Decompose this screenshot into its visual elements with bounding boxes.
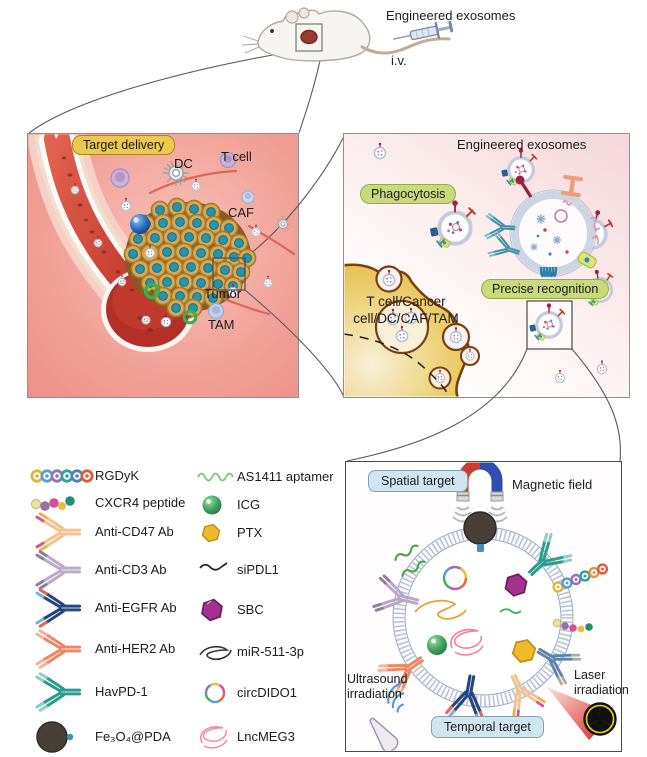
spatial-temporal-panel bbox=[345, 461, 622, 752]
tam-label: TAM bbox=[208, 317, 235, 332]
syringe-icon bbox=[393, 20, 454, 41]
iv-label: i.v. bbox=[391, 53, 407, 68]
figure-title: Engineered exosomes bbox=[386, 8, 516, 23]
lncmeg3-icon bbox=[200, 726, 228, 749]
legend-label-lncmeg3: LncMEG3 bbox=[237, 729, 295, 744]
cxcr4-peptide-icon bbox=[30, 496, 75, 511]
cell-types-label-line1: T cell/Cancer bbox=[366, 294, 446, 309]
legend-label-sipdl1: siPDL1 bbox=[237, 562, 279, 577]
t-cell-label: T cell bbox=[221, 149, 252, 164]
legend-label-cxcr4: CXCR4 peptide bbox=[95, 495, 186, 510]
laser-irradiation-label: Laser irradiation bbox=[574, 668, 629, 697]
as1411-aptamer-icon bbox=[197, 472, 234, 482]
temporal-target-badge: Temporal target bbox=[431, 716, 544, 738]
target-delivery-panel bbox=[27, 133, 299, 398]
legend-label-rgdyk: RGDyK bbox=[95, 468, 140, 483]
legend-label-ptx: PTX bbox=[237, 525, 263, 540]
havpd1-antibody-icon bbox=[36, 673, 80, 711]
icg-icon bbox=[202, 495, 222, 515]
legend-label-cd3: Anti-CD3 Ab bbox=[95, 562, 167, 577]
tumor-label: Tumor bbox=[204, 286, 242, 301]
spatial-target-badge: Spatial target bbox=[368, 470, 468, 492]
legend-label-havpd1: HavPD-1 bbox=[95, 684, 148, 699]
legend-label-sbc: SBC bbox=[237, 602, 264, 617]
mir-511-3p-icon bbox=[199, 645, 232, 661]
legend-label-mir: miR-511-3p bbox=[237, 644, 304, 659]
ultrasound-irradiation-label: Ultrasound irradiation bbox=[347, 672, 408, 701]
caf-label: CAF bbox=[228, 205, 254, 220]
anti-cd3-antibody-icon bbox=[36, 551, 80, 589]
ptx-icon bbox=[200, 521, 222, 545]
legend-label-fe3o4: Fe₃O₄@PDA bbox=[95, 729, 171, 744]
anti-cd47-antibody-icon bbox=[36, 513, 80, 551]
precise-recognition-badge: Precise recognition bbox=[481, 279, 610, 299]
legend-label-circdido1: circDIDO1 bbox=[237, 685, 297, 700]
precise-recognition-panel bbox=[343, 133, 630, 398]
legend-label-egfr: Anti-EGFR Ab bbox=[95, 600, 177, 615]
sipdl1-icon bbox=[199, 562, 228, 571]
dc-label: DC bbox=[174, 156, 193, 171]
circdido1-icon bbox=[204, 682, 226, 704]
magnetic-field-label: Magnetic field bbox=[512, 477, 593, 492]
legend-label-cd47: Anti-CD47 Ab bbox=[95, 524, 174, 539]
cell-types-label-line2: cell/DC/CAF/TAM bbox=[353, 311, 459, 326]
anti-egfr-antibody-icon bbox=[36, 589, 80, 627]
sbc-icon bbox=[200, 597, 224, 623]
tumor-site bbox=[300, 29, 318, 45]
right-panel-title: Engineered exosomes bbox=[457, 137, 587, 152]
target-delivery-badge: Target delivery bbox=[72, 135, 176, 155]
legend-label-icg: ICG bbox=[237, 497, 261, 512]
legend-label-her2: Anti-HER2 Ab bbox=[95, 641, 176, 656]
rgdyk-chain-icon bbox=[30, 469, 94, 483]
phagocytosis-badge: Phagocytosis bbox=[360, 184, 457, 204]
legend-label-as1411: AS1411 aptamer bbox=[237, 469, 334, 484]
fe3o4-pda-icon bbox=[36, 721, 74, 753]
anti-her2-antibody-icon bbox=[36, 630, 80, 668]
